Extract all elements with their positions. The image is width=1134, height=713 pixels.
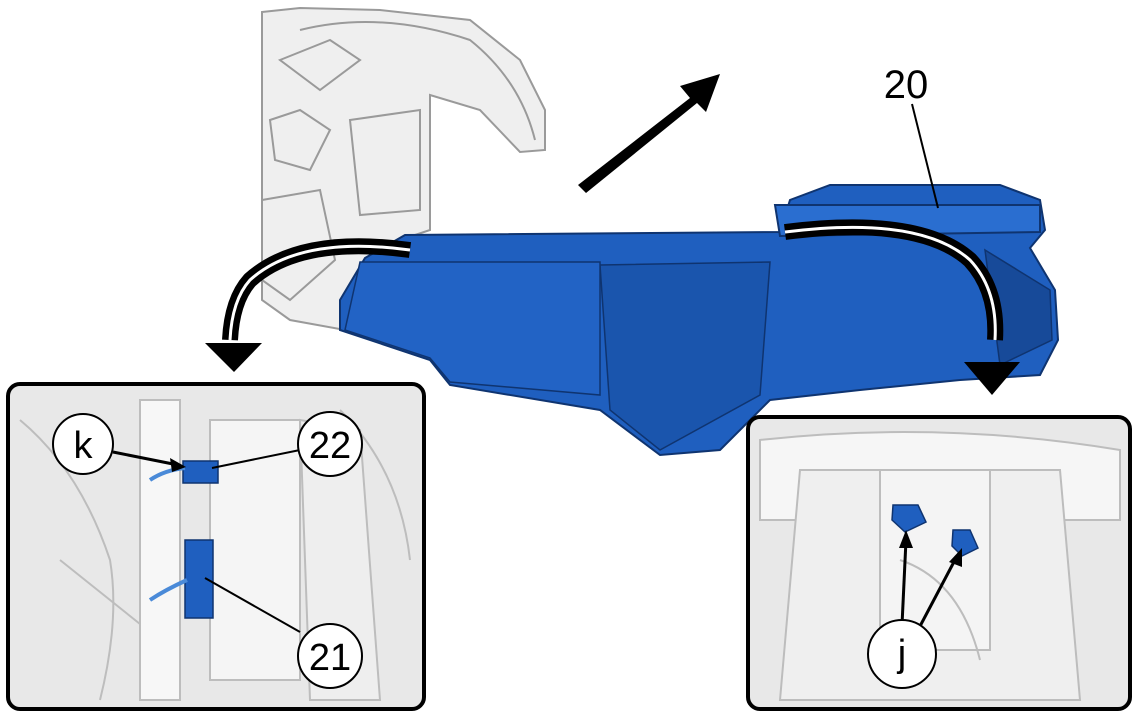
callout-21: 21 bbox=[309, 637, 351, 679]
pointer-arrow-k-icon bbox=[112, 450, 179, 467]
callout-k-circle bbox=[52, 413, 114, 475]
leader-line-22 bbox=[211, 449, 301, 469]
clip-j-left bbox=[891, 504, 927, 533]
callout-j-circle bbox=[867, 619, 937, 689]
callout-22: 22 bbox=[309, 425, 351, 467]
direction-arrow-icon bbox=[578, 74, 720, 193]
callout-20: 20 bbox=[884, 63, 929, 107]
center-console-part bbox=[339, 184, 1060, 457]
pointer-arrow-j-right-icon bbox=[949, 548, 962, 567]
connector-22 bbox=[182, 460, 219, 484]
callout-j: j bbox=[897, 633, 906, 675]
curved-arrow-right-icon bbox=[784, 219, 1020, 395]
curved-arrow-left-icon bbox=[205, 238, 412, 372]
callout-22-circle bbox=[297, 411, 363, 477]
leader-line-21 bbox=[204, 577, 301, 633]
right-inset-panel: j bbox=[746, 415, 1132, 711]
connector-21 bbox=[184, 539, 214, 619]
pointer-arrow-j-left-icon bbox=[899, 530, 913, 548]
left-inset-panel: k 22 21 bbox=[6, 382, 426, 711]
callout-21-circle bbox=[297, 623, 363, 689]
clip-j-right bbox=[951, 529, 979, 557]
leader-line-20 bbox=[911, 103, 939, 209]
callout-k: k bbox=[74, 425, 94, 467]
